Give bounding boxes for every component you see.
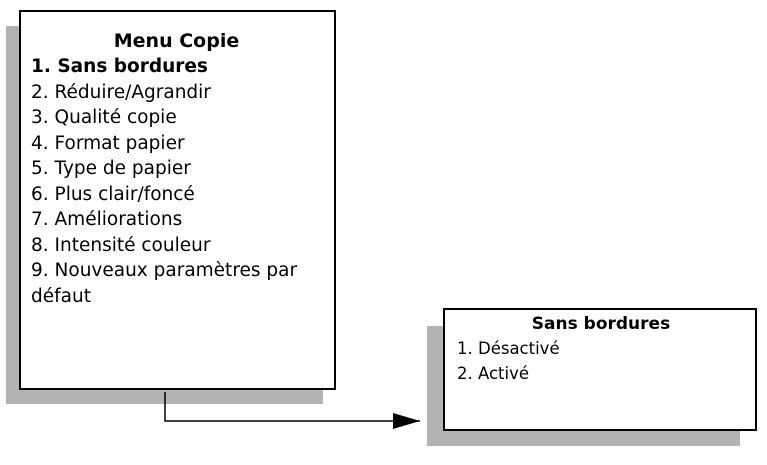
- connector-line: [164, 392, 420, 422]
- menu-item-paper-type[interactable]: 5. Type de papier: [31, 158, 191, 179]
- menu-item-borderless[interactable]: 1. Sans bordures: [31, 56, 208, 77]
- borderless-menu-title: Sans bordures: [531, 314, 671, 334]
- borderless-menu-list: 1. Désactivé 2. Activé: [457, 336, 745, 386]
- menu-item-lighter-darker[interactable]: 6. Plus clair/foncé: [31, 183, 195, 205]
- option-enabled[interactable]: 2. Activé: [457, 364, 530, 383]
- copy-menu-panel: Menu Copie 1. Sans bordures 2. Réduire/A…: [19, 10, 336, 390]
- menu-item-color-intensity[interactable]: 8. Intensité couleur: [31, 234, 211, 256]
- copy-menu-title: Menu Copie: [113, 30, 240, 52]
- menu-item-copy-quality[interactable]: 3. Qualité copie: [31, 107, 177, 128]
- menu-item-reduce-enlarge[interactable]: 2. Réduire/Agrandir: [31, 81, 211, 103]
- menu-item-enhancements[interactable]: 7. Améliorations: [31, 209, 183, 230]
- copy-menu-list: 1. Sans bordures 2. Réduire/Agrandir 3. …: [31, 54, 322, 309]
- option-disabled[interactable]: 1. Désactivé: [457, 339, 560, 358]
- menu-item-new-default-settings[interactable]: 9. Nouveaux paramètres par défaut: [31, 260, 298, 307]
- arrow-head: [393, 413, 420, 429]
- menu-item-paper-size[interactable]: 4. Format papier: [31, 132, 185, 154]
- borderless-menu-panel: Sans bordures 1. Désactivé 2. Activé: [443, 308, 757, 431]
